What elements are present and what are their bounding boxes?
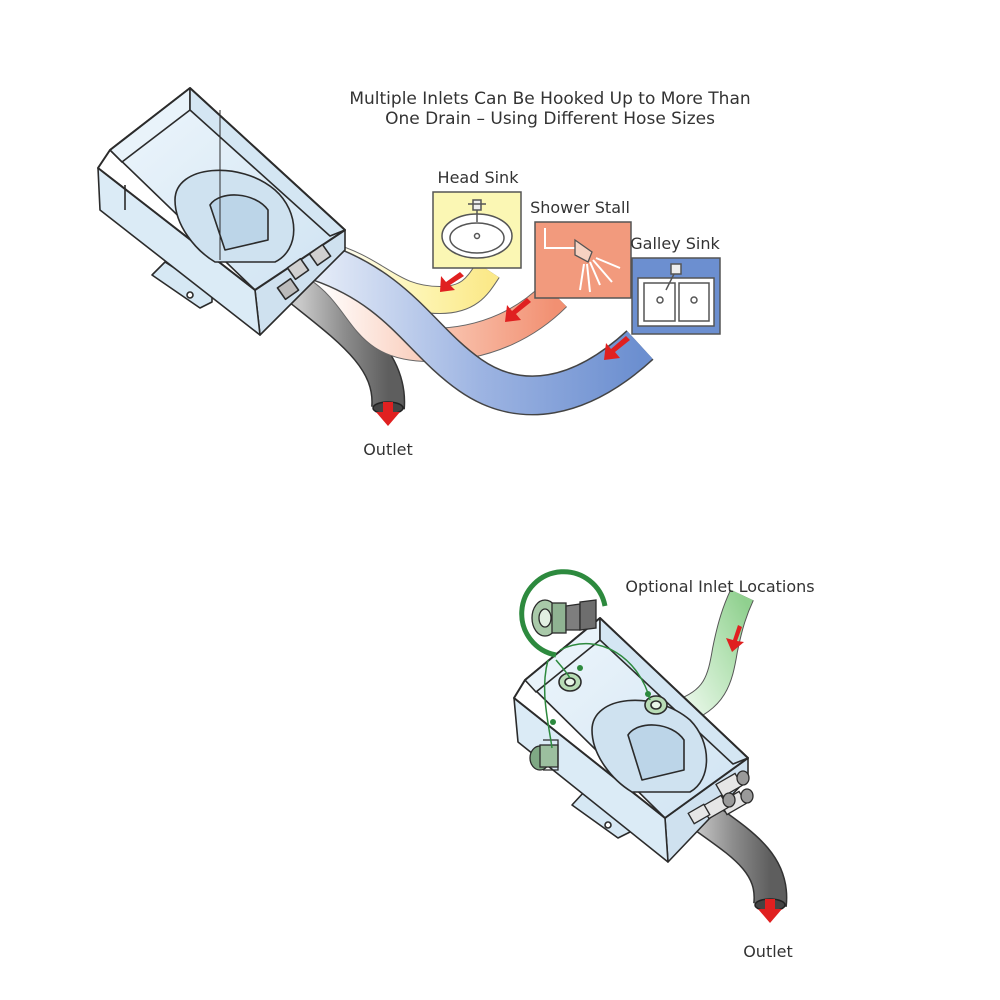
optional-inlet-callout <box>519 569 651 749</box>
head-sink-panel <box>432 191 522 269</box>
head-sink-label: Head Sink <box>438 168 520 187</box>
outlet-label-top: Outlet <box>363 440 413 459</box>
galley-sink-hose <box>313 243 654 416</box>
sump-box-top <box>97 87 346 336</box>
flow-arrow-icon <box>758 899 782 923</box>
flow-arrow-icon <box>726 625 744 652</box>
flow-arrow-icon <box>440 272 630 360</box>
diagram-title-line-2: One Drain – Using Different Hose Sizes <box>385 109 715 129</box>
shower-stall-panel <box>534 221 632 299</box>
shower-stall-label: Shower Stall <box>530 198 630 217</box>
galley-sink-label: Galley Sink <box>630 234 720 253</box>
sink-icon <box>441 199 513 259</box>
outlet-hose-bottom <box>684 796 788 912</box>
diagram-title-line-1: Multiple Inlets Can Be Hooked Up to More… <box>349 89 750 109</box>
hose-fitting-icon <box>531 599 597 637</box>
outlet-label-bottom: Outlet <box>743 942 793 961</box>
flow-arrow-icon <box>376 402 400 426</box>
shower-head-icon <box>544 228 621 293</box>
hose-fitting-icon <box>687 770 754 825</box>
inlet-hose-green <box>675 589 754 725</box>
optional-inlet-locations-label: Optional Inlet Locations <box>625 577 814 596</box>
double-sink-icon <box>637 263 715 327</box>
galley-sink-panel <box>631 257 721 335</box>
